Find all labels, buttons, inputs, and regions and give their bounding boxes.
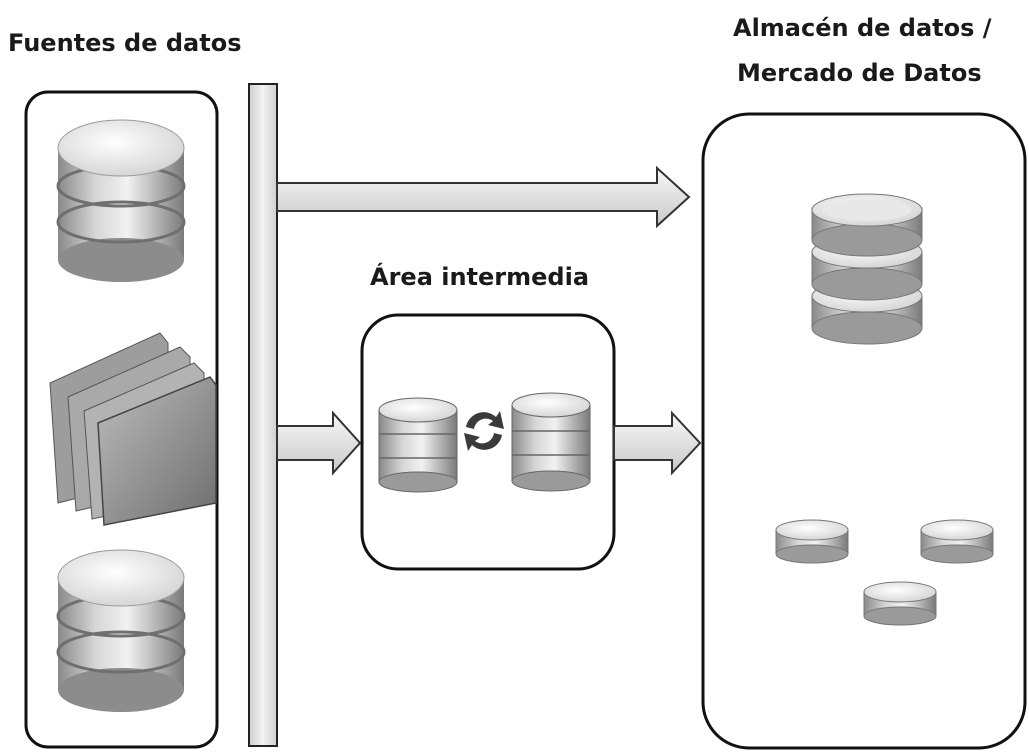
warehouse-title-line2: Mercado de Datos — [737, 59, 982, 87]
data-mart-icon — [920, 519, 994, 564]
data-mart-icon — [775, 519, 849, 564]
arrow-to-warehouse — [276, 165, 691, 229]
warehouse-title-line1: Almacén de datos / — [733, 14, 992, 42]
data-mart-icon — [863, 581, 937, 626]
data-bus-bar — [248, 83, 278, 747]
arrow-to-staging — [276, 410, 362, 476]
arrow-staging-to-warehouse — [613, 410, 702, 476]
data-warehouse-icon — [811, 193, 923, 345]
database-icon — [511, 392, 591, 492]
sync-icon — [464, 411, 504, 451]
folder-icon — [49, 332, 217, 526]
warehouse-panel — [701, 112, 1027, 750]
sources-title: Fuentes de datos — [8, 29, 242, 57]
database-icon — [56, 119, 186, 282]
staging-title: Área intermedia — [370, 263, 590, 291]
database-icon — [378, 397, 458, 493]
database-icon — [56, 549, 186, 712]
